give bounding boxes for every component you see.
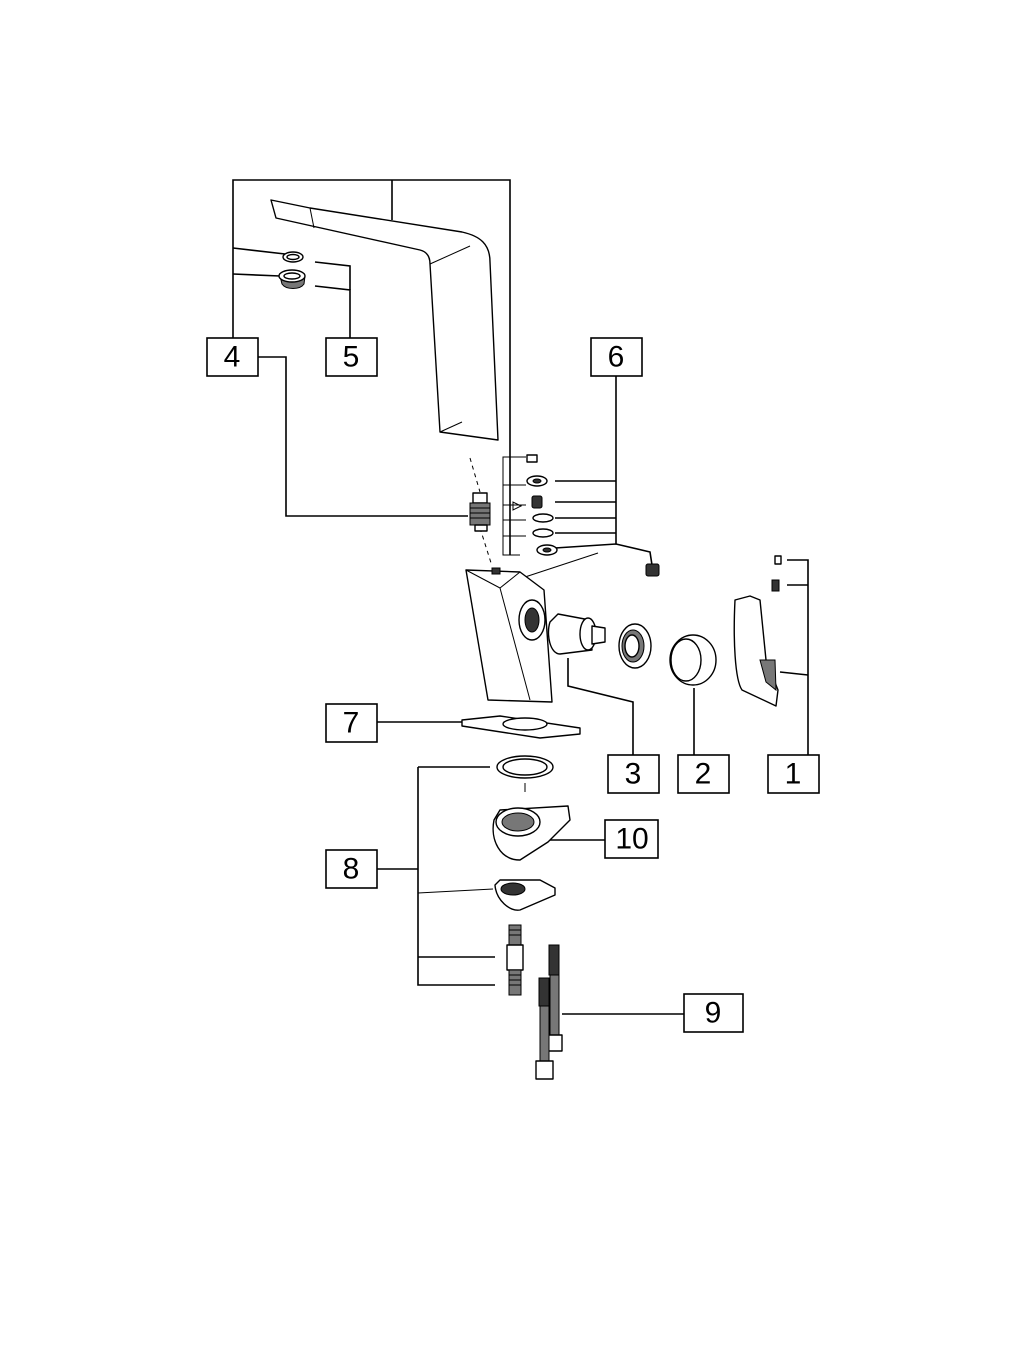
spout-o-ring <box>282 251 304 263</box>
threaded-stud <box>506 924 524 996</box>
supply-hoses <box>535 944 563 1080</box>
cartridge-nut <box>618 623 652 669</box>
svg-text:2: 2 <box>695 758 712 791</box>
svg-text:10: 10 <box>615 823 648 856</box>
cartridge <box>547 613 606 655</box>
svg-text:3: 3 <box>625 758 642 791</box>
seal-set <box>526 454 660 577</box>
threaded-connector <box>469 492 491 532</box>
label-2: 2 <box>677 754 730 794</box>
aerator <box>278 269 306 289</box>
base-gasket <box>496 755 554 779</box>
spout <box>270 199 499 441</box>
label-1: 1 <box>767 754 820 794</box>
svg-text:1: 1 <box>785 758 802 791</box>
svg-text:5: 5 <box>343 341 360 374</box>
svg-text:7: 7 <box>343 707 360 740</box>
cover-sleeve <box>669 634 717 686</box>
label-7: 7 <box>325 703 378 743</box>
base-plate <box>461 715 581 739</box>
label-4: 4 <box>206 337 259 377</box>
fixing-bracket <box>494 879 556 911</box>
label-9: 9 <box>683 993 744 1033</box>
label-10: 10 <box>604 819 659 859</box>
label-3: 3 <box>607 754 660 794</box>
leader-lines <box>232 179 809 1015</box>
svg-text:8: 8 <box>343 853 360 886</box>
label-5: 5 <box>325 337 378 377</box>
label-8: 8 <box>325 849 378 889</box>
mixer-body <box>465 567 553 703</box>
svg-text:4: 4 <box>224 341 241 374</box>
svg-text:9: 9 <box>705 997 722 1030</box>
lever-handle <box>733 555 782 707</box>
svg-text:6: 6 <box>608 341 625 374</box>
escutcheon <box>492 805 571 861</box>
label-6: 6 <box>590 337 643 377</box>
